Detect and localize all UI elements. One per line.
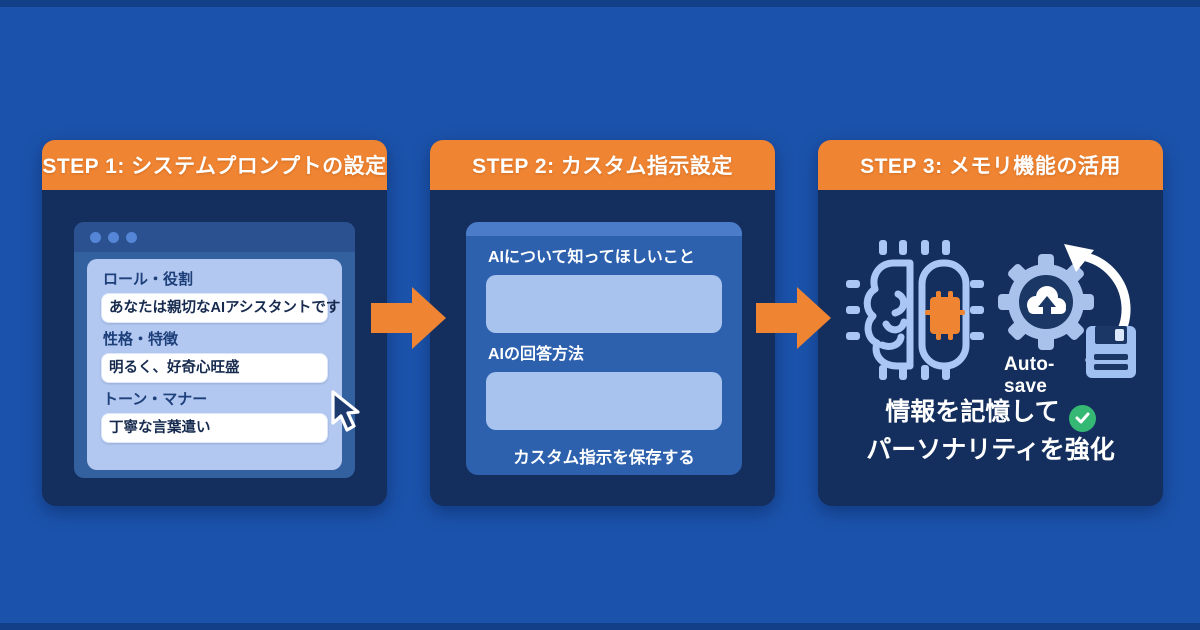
field-personality: 性格・特徴 明るく、好奇心旺盛 <box>101 329 328 383</box>
step1-title: STEP 1: システムプロンプトの設定 <box>42 155 387 178</box>
caption-text-1: 情報を記憶して <box>885 398 1060 426</box>
gear-cloud-sync-icon <box>998 244 1136 378</box>
custom-instructions-form: AIについて知ってほしいこと AIの回答方法 カスタム指示を保存する <box>466 236 742 468</box>
arrow-right-icon <box>371 287 446 349</box>
step2-header: STEP 2: カスタム指示設定 <box>430 140 775 190</box>
step3-card: STEP 3: メモリ機能の活用 <box>818 140 1163 506</box>
system-prompt-form: ロール・役割 あなたは親切なAIアシスタントです 性格・特徴 明るく、好奇心旺盛… <box>87 259 342 470</box>
field-tone: トーン・マナー 丁寧な言葉遣い <box>101 389 328 443</box>
field-input-personality[interactable]: 明るく、好奇心旺盛 <box>101 353 328 383</box>
field-label-role: ロール・役割 <box>103 271 194 288</box>
step2-card: STEP 2: カスタム指示設定 AIについて知ってほしいこと AIの回答方法 … <box>430 140 775 506</box>
textarea-about-you[interactable] <box>486 275 722 333</box>
custom-instructions-panel: AIについて知ってほしいこと AIの回答方法 カスタム指示を保存する <box>466 222 742 475</box>
panel-title-strip <box>466 222 742 236</box>
auto-save-label: Auto-save <box>1004 354 1055 397</box>
window-dot-icon <box>108 231 119 243</box>
textarea-response-style[interactable] <box>486 372 722 430</box>
arrow-right-icon <box>756 287 831 349</box>
step3-header: STEP 3: メモリ機能の活用 <box>818 140 1163 190</box>
field-label-response-style: AIの回答方法 <box>488 346 585 363</box>
step1-header: STEP 1: システムプロンプトの設定 <box>42 140 387 190</box>
step3-caption: 情報を記憶して パーソナリティを強化 <box>818 394 1163 469</box>
caption-text-2: パーソナリティを強化 <box>866 435 1115 464</box>
cloud-upload-icon <box>1027 286 1066 315</box>
top-edge-band <box>0 0 1200 7</box>
step2-title: STEP 2: カスタム指示設定 <box>472 155 733 178</box>
floppy-disk-icon <box>1086 326 1136 378</box>
mouse-cursor-icon <box>331 390 360 432</box>
caption-line-2: パーソナリティを強化 <box>818 432 1163 469</box>
window-dot-icon <box>126 231 137 243</box>
window-dot-icon <box>90 231 101 243</box>
save-custom-instructions-button[interactable]: カスタム指示を保存する <box>513 449 695 467</box>
brain-chip-icon <box>846 240 984 380</box>
check-icon <box>1068 404 1096 432</box>
field-label-personality: 性格・特徴 <box>103 331 179 348</box>
field-input-tone[interactable]: 丁寧な言葉遣い <box>101 413 328 443</box>
field-role: ロール・役割 あなたは親切なAIアシスタントです <box>101 269 340 323</box>
caption-line-1: 情報を記憶して <box>818 394 1163 432</box>
browser-topbar <box>74 222 355 252</box>
field-label-tone: トーン・マナー <box>103 391 208 408</box>
step1-card: STEP 1: システムプロンプトの設定 ロール・役割 あなたは親切なAIアシス… <box>42 140 387 506</box>
step3-title: STEP 3: メモリ機能の活用 <box>860 155 1121 178</box>
field-label-about-you: AIについて知ってほしいこと <box>488 249 695 266</box>
bottom-edge-band <box>0 623 1200 630</box>
browser-window: ロール・役割 あなたは親切なAIアシスタントです 性格・特徴 明るく、好奇心旺盛… <box>74 222 360 478</box>
field-input-role[interactable]: あなたは親切なAIアシスタントです <box>101 293 340 323</box>
